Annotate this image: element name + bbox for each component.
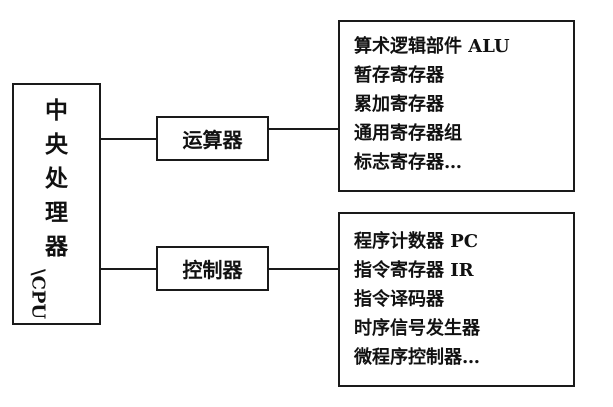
list-item: 微程序控制器… — [354, 347, 480, 368]
connector-cpu-alu — [101, 138, 156, 140]
alu-components-box: 算术逻辑部件 ALU 暂存寄存器 累加寄存器 通用寄存器组 标志寄存器… — [338, 20, 575, 192]
list-item: 时序信号发生器 — [354, 318, 480, 339]
cpu-label-char: 央 — [45, 131, 68, 158]
list-item: 通用寄存器组 — [354, 123, 462, 144]
list-item: 标志寄存器… — [354, 152, 462, 173]
cpu-label: 中 央 处 理 器 \CPU — [14, 97, 99, 320]
cpu-label-char: 处 — [45, 165, 68, 192]
controller-box: 控制器 — [156, 246, 269, 291]
list-item: 暂存寄存器 — [354, 65, 444, 86]
controller-label: 控制器 — [182, 258, 243, 282]
list-item: 程序计数器 PC — [354, 231, 479, 252]
cpu-label-char: 理 — [45, 199, 68, 226]
cpu-label-char: 中 — [45, 97, 68, 124]
list-item: 指令译码器 — [354, 289, 444, 310]
cpu-box: 中 央 处 理 器 \CPU — [12, 83, 101, 325]
connector-alu-components — [269, 128, 338, 130]
connector-cpu-controller — [101, 268, 156, 270]
cpu-label-latin: \CPU — [27, 269, 49, 320]
list-item: 算术逻辑部件 ALU — [354, 36, 510, 57]
list-item: 累加寄存器 — [354, 94, 444, 115]
alu-label: 运算器 — [182, 128, 243, 152]
connector-controller-components — [269, 268, 338, 270]
list-item: 指令寄存器 IR — [354, 260, 474, 281]
controller-components-box: 程序计数器 PC 指令寄存器 IR 指令译码器 时序信号发生器 微程序控制器… — [338, 212, 575, 387]
cpu-label-char: 器 — [45, 233, 68, 260]
alu-box: 运算器 — [156, 116, 269, 161]
